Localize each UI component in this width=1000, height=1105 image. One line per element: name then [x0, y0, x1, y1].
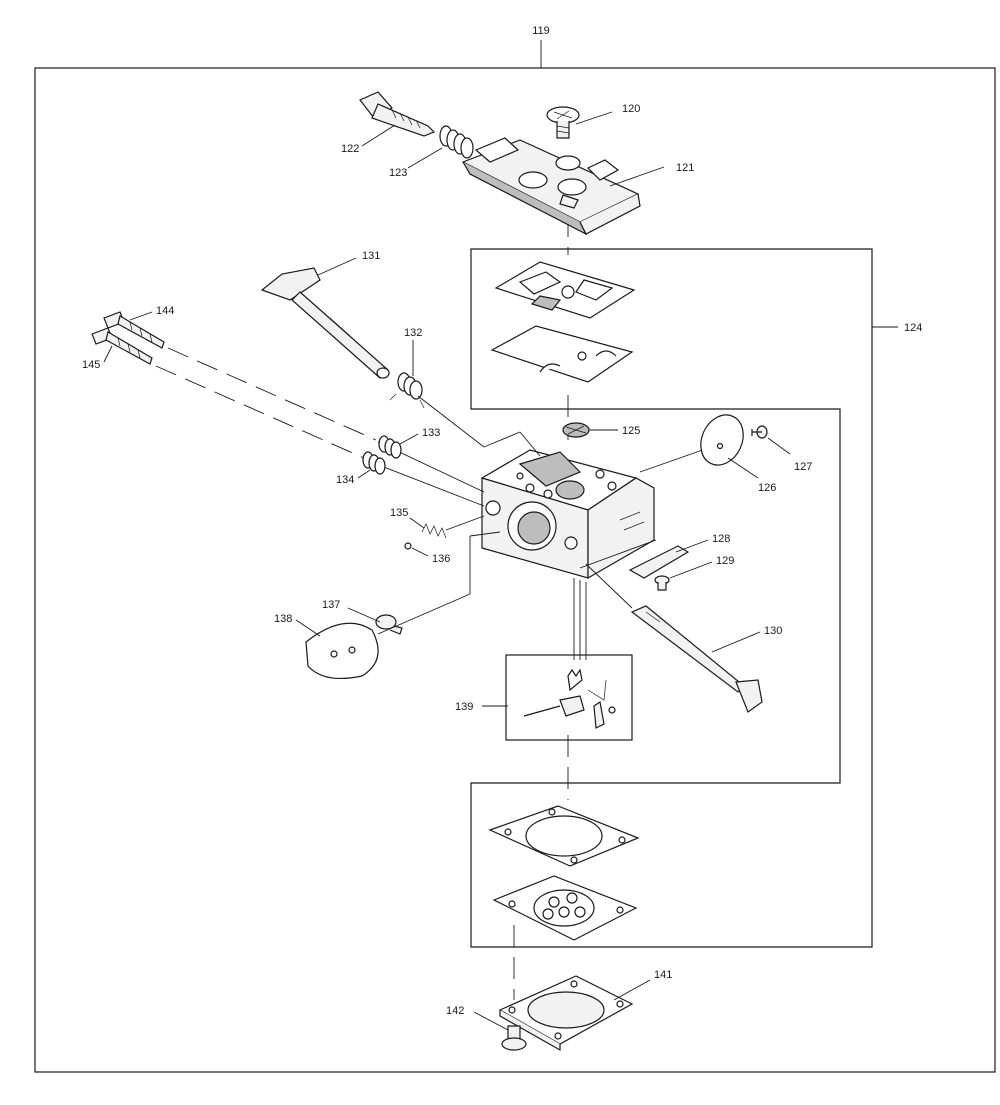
leader-136 [411, 547, 429, 557]
spring-133 [378, 435, 402, 459]
label-135: 135 [390, 507, 408, 519]
leader-132-body [417, 395, 485, 448]
gasket-upper [494, 261, 636, 319]
leader-120 [575, 111, 613, 125]
label-130: 130 [764, 625, 782, 637]
throttle-plate-126 [700, 414, 744, 466]
screw-129 [654, 575, 670, 591]
leader-128 [675, 539, 709, 553]
label-126: 126 [758, 482, 776, 494]
label-121: 121 [676, 162, 694, 174]
label-142: 142 [446, 1005, 464, 1017]
label-123: 123 [389, 167, 407, 179]
inlet-needle-assembly-139 [523, 668, 616, 729]
label-144: 144 [156, 305, 174, 317]
label-136: 136 [432, 553, 450, 565]
choke-plate-138 [305, 622, 379, 679]
leader-130 [711, 631, 761, 653]
leader-129 [669, 561, 713, 579]
screw-120 [546, 106, 580, 139]
leader-135 [409, 517, 425, 529]
label-119: 119 [532, 25, 550, 37]
leader-134 [357, 469, 371, 479]
gasket-lower [488, 805, 640, 867]
label-133: 133 [422, 427, 440, 439]
leader-133 [399, 433, 419, 445]
screw-127 [751, 425, 768, 439]
throttle-shaft-131 [260, 267, 390, 379]
leader-142 [473, 1011, 509, 1031]
adjusting-screw-144 [103, 311, 165, 349]
label-122: 122 [341, 143, 359, 155]
label-145: 145 [82, 359, 100, 371]
leader-145 [103, 345, 113, 363]
diaphragm-upper [490, 325, 634, 383]
spring-134 [362, 451, 386, 475]
leader-127 [767, 437, 791, 455]
label-129: 129 [716, 555, 734, 567]
label-131: 131 [362, 250, 380, 262]
label-132: 132 [404, 327, 422, 339]
pump-cover-141 [498, 975, 634, 1052]
leader-131 [317, 257, 357, 276]
leader-144 [129, 311, 153, 321]
lever-128 [628, 545, 690, 579]
label-137: 137 [322, 599, 340, 611]
carburetor-body [480, 449, 655, 580]
leader-141 [613, 979, 651, 1001]
axis-144 [167, 347, 377, 441]
leader-122 [361, 124, 396, 147]
ball-136 [404, 542, 412, 550]
label-134: 134 [336, 474, 354, 486]
label-138: 138 [274, 613, 292, 625]
spring-135 [421, 523, 447, 539]
cover-plate-121 [461, 137, 641, 236]
leader-126 [727, 457, 759, 479]
label-141: 141 [654, 969, 672, 981]
label-120: 120 [622, 103, 640, 115]
outer-frame [34, 67, 996, 1073]
needle-screw-122 [359, 91, 436, 137]
screw-137 [375, 614, 403, 635]
leader-137 [347, 607, 381, 623]
leader-123 [407, 147, 443, 169]
leader-121 [609, 166, 665, 187]
adjusting-screw-145 [91, 327, 153, 365]
spring-123 [439, 125, 474, 159]
label-125: 125 [622, 425, 640, 437]
spring-132 [389, 372, 425, 409]
label-128: 128 [712, 533, 730, 545]
label-139: 139 [455, 701, 473, 713]
choke-shaft-130 [630, 605, 763, 713]
screw-142 [501, 1025, 527, 1051]
screen-125 [562, 422, 590, 438]
diaphragm-lower [492, 875, 638, 941]
label-124: 124 [904, 322, 922, 334]
leader-138 [295, 619, 321, 637]
axis-145 [155, 365, 365, 459]
kit-124-frame [470, 248, 873, 948]
inset-139-frame [505, 654, 633, 741]
label-127: 127 [794, 461, 812, 473]
